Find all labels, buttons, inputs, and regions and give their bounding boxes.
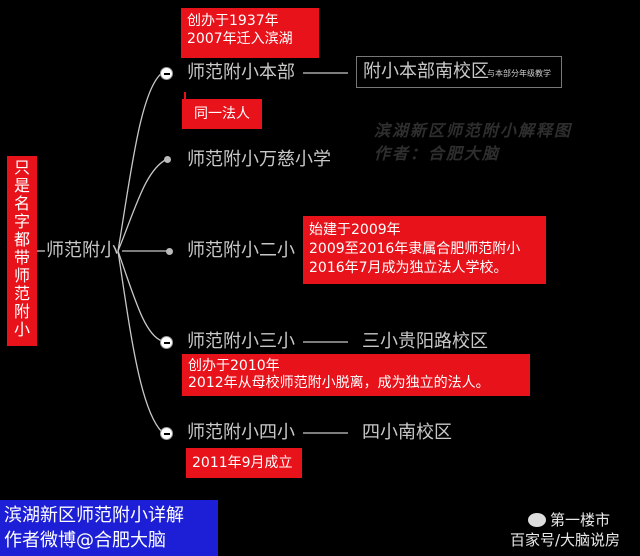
- callout-sixiao: 2011年9月成立: [186, 448, 302, 478]
- target-sixiao: 四小南校区: [362, 422, 452, 443]
- root-node: 师范附小: [46, 240, 118, 261]
- callout-erxiao: 始建于2009年 2009至2016年隶属合肥师范附小 2016年7月成为独立法…: [303, 216, 546, 284]
- watermark-author: 作者：合肥大脑: [374, 144, 501, 163]
- branch-benbu: 师范附小本部: [187, 62, 295, 83]
- watermark-title: 滨湖新区师范附小解释图: [374, 121, 573, 140]
- wechat-logo-icon: [528, 513, 546, 527]
- target-box-benbu: 附小本部南校区 与本部分年级教学: [356, 56, 562, 88]
- callout-line: 创办于2010年: [188, 358, 280, 374]
- target-note-benbu: 与本部分年级教学: [487, 69, 551, 78]
- callout-same-legal: 同一法人: [182, 99, 262, 129]
- brand-name: 第一楼市: [550, 511, 611, 529]
- vertical-note: 只是名字都带师范附小: [7, 156, 37, 346]
- branch-curve-benbu: [117, 72, 163, 252]
- branch-sixiao: 师范附小四小: [187, 422, 295, 443]
- callout-line: 2009至2016年隶属合肥师范附小: [309, 241, 521, 257]
- callout-sanxiao: 创办于2010年 2012年从母校师范附小脱离，成为独立的法人。: [182, 354, 530, 396]
- branch-curve-sanxiao: [117, 250, 163, 342]
- footer-title: 滨湖新区师范附小详解: [4, 505, 184, 526]
- brand-source: 百家号/大脑说房: [510, 531, 621, 549]
- branch-curve-sixiao: [117, 250, 163, 433]
- bullet-icon: [166, 248, 173, 255]
- callout-line: 2016年7月成为独立法人学校。: [309, 260, 508, 276]
- branch-curve-wanci: [117, 158, 168, 252]
- callout-line: 2007年迁入滨湖: [187, 31, 293, 47]
- collapse-icon[interactable]: [160, 427, 173, 440]
- bullet-icon: [164, 156, 171, 163]
- vertical-note-text: 只是名字都带师范附小: [13, 158, 30, 339]
- footer-author: 作者微博@合肥大脑: [4, 530, 166, 551]
- branch-erxiao: 师范附小二小: [187, 240, 295, 261]
- footer-banner: 滨湖新区师范附小详解 作者微博@合肥大脑: [0, 500, 218, 556]
- branch-sanxiao: 师范附小三小: [187, 331, 295, 352]
- target-sanxiao: 三小贵阳路校区: [362, 331, 488, 352]
- branch-wanci: 师范附小万慈小学: [187, 149, 331, 170]
- collapse-icon[interactable]: [160, 67, 173, 80]
- collapse-icon[interactable]: [160, 336, 173, 349]
- callout-line: 2012年从母校师范附小脱离，成为独立的法人。: [188, 375, 490, 391]
- target-benbu: 附小本部南校区: [363, 61, 489, 82]
- callout-line: 创办于1937年: [187, 13, 279, 29]
- callout-line: 始建于2009年: [309, 222, 401, 238]
- callout-benbu: 创办于1937年 2007年迁入滨湖: [181, 8, 319, 58]
